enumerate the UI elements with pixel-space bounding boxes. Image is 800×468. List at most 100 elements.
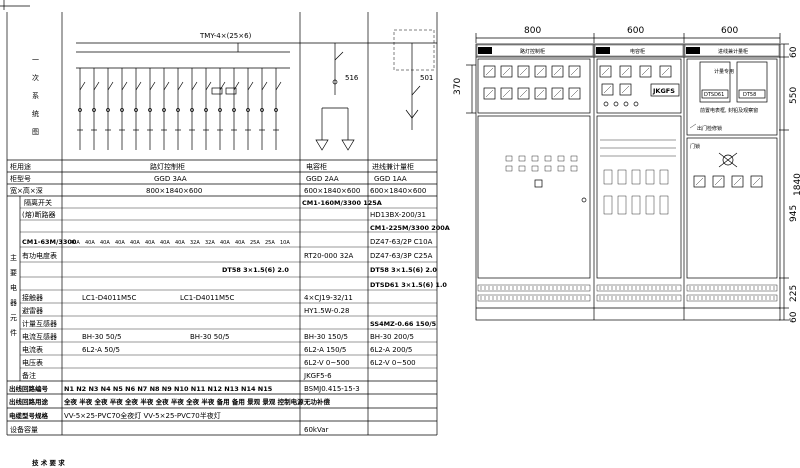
indicator-lamp-icon (613, 101, 619, 107)
meter-icon (619, 83, 632, 96)
lock-icon (534, 179, 543, 188)
feeder-branch (189, 68, 198, 150)
feeder-branch (133, 68, 142, 150)
cab3-voltmeter: 6L2-V 0~500 (370, 359, 416, 367)
switch-icon (531, 155, 539, 162)
meter-icon (500, 87, 513, 100)
cab2-capacity: 60kVar (304, 426, 328, 434)
breaker-rating: 40A (85, 240, 95, 246)
diagram-label-3: 系 (32, 91, 39, 100)
switch-icon (570, 165, 578, 172)
ventilation-strips (477, 284, 778, 302)
cab3-ammeter: 6L2-A 200/5 (370, 346, 412, 354)
cab1-circuit-nos: N1 N2 N3 N4 N5 N6 N7 N8 N9 N10 N11 N12 N… (64, 385, 273, 393)
side-label-1: 主 (10, 253, 17, 262)
switch-icon (518, 165, 526, 172)
cab3-breaker-c: DZ47-63/3P C25A (370, 252, 433, 260)
label-cable-spec: 电缆型号规格 (9, 411, 49, 420)
feeder-branch (119, 68, 128, 150)
cab3-var-meter-a: DT58 3×1.5(6) 2.0 (370, 266, 437, 274)
breaker-rating: 40A (235, 240, 245, 246)
capacitor-icon (341, 139, 355, 151)
meter-icon (601, 83, 614, 96)
meter-icon (551, 65, 564, 78)
cab2-use: 电容柜 (306, 162, 327, 171)
equipment-table (7, 159, 438, 436)
side-label-3: 电 (10, 283, 17, 292)
jkgfs-label: JKGFS (652, 87, 675, 95)
dim-height-4: 225 (789, 285, 799, 302)
meter-number: 501 (420, 74, 433, 82)
cab1-cable: VV-5×25-PVC70全夜灯 VV-5×25-PVC70半夜灯 (64, 411, 221, 420)
label-capacity: 设备容量 (10, 425, 38, 434)
single-line-diagram: 一 次 系 统 图 TMY-4×(25×6) 516 501 (0, 0, 438, 435)
feeder-branch (203, 68, 212, 150)
cab3-nameplate: 进线兼计量柜 (718, 48, 748, 55)
switch-icon (505, 165, 513, 172)
cab1-ct-b: BH-30 50/5 (190, 333, 229, 341)
column-incoming-cabinet: 进线兼计量柜 GGD 1AA 600×1840×600 HD13BX-200/3… (370, 162, 450, 367)
cab2-ct: BH-30 150/5 (304, 333, 348, 341)
breaker-rating: 40A (175, 240, 185, 246)
feeder-branch (105, 68, 114, 150)
column-capacitor-cabinet: 电容柜 GGD 2AA 600×1840×600 CM1-160M/3300 1… (302, 162, 382, 434)
cab2-model: GGD 2AA (306, 175, 339, 183)
dim-width-2: 600 (627, 26, 644, 36)
meter-icon (568, 65, 581, 78)
cab1-circuit-use: 全夜 半夜 全夜 半夜 全夜 半夜 全夜 半夜 全夜 半夜 备用 备用 景观 景… (63, 397, 304, 406)
cab2-arrester: HY1.5W-0.28 (304, 307, 349, 315)
cab2-breaker: RT20-000 32A (304, 252, 354, 260)
dim-height-2: 550 (789, 87, 799, 104)
switch-icon (570, 155, 578, 162)
diagram-label-1: 一 (32, 56, 39, 64)
kwh-meter-1 (211, 87, 223, 95)
meter-icon (639, 65, 652, 78)
meter-window-label: 计量专用 (714, 68, 734, 75)
breaker-rating: 40A (220, 240, 230, 246)
diagram-label-2: 次 (32, 73, 39, 82)
breaker-rating: 40A (100, 240, 110, 246)
label-dimensions: 宽×高×深 (10, 186, 43, 195)
meter-icon (712, 175, 725, 188)
cab3-model: GGD 1AA (374, 175, 407, 183)
cab1-ammeter: 6L2-A 50/5 (82, 346, 120, 354)
side-label-5: 元 (10, 314, 17, 322)
feeder-branch (91, 68, 100, 150)
dim-width-3: 600 (721, 26, 738, 36)
rotary-switch-icon (722, 154, 734, 166)
footer-title: 技 术 要 求 (32, 458, 65, 467)
feeder-branch (217, 68, 226, 150)
switch-icon (544, 165, 552, 172)
label-cabinet-use: 柜用途 (10, 162, 31, 171)
meter-box (393, 29, 435, 71)
dim-width-1: 800 (524, 26, 541, 36)
breaker-rating: 32A (190, 240, 200, 246)
table-row-labels: 柜用途 柜型号 宽×高×深 隔离开关 (熔)断路器 有功电度表 接触器 避雷器 … (9, 162, 57, 434)
meter-icon (500, 65, 513, 78)
switch-icon (505, 155, 513, 162)
capacitor-number: 516 (345, 74, 359, 82)
cab1-meter-grid (483, 65, 581, 188)
label-circuit-no: 出线回路编号 (9, 384, 49, 393)
cab2-circuit-no: BSMJ0.415-15-3 (304, 385, 360, 393)
label-circuit-use: 出线回路用途 (9, 397, 49, 406)
meter-icon (568, 87, 581, 100)
breaker-rating: 10A (280, 240, 290, 246)
cab3-dims: 600×1840×600 (370, 187, 426, 195)
indicator-lamp-icon (603, 101, 609, 107)
meter-icon (599, 65, 612, 78)
label-metering-ct: 计量互感器 (22, 319, 57, 328)
metering-window (699, 61, 731, 103)
column-lighting-cabinet: 路灯控制柜 GGD 3AA 800×1840×600 CM1-63M/3300 … (22, 162, 304, 420)
feeder-branch (175, 68, 184, 150)
feeder-branch (161, 68, 170, 150)
switch-icon (531, 165, 539, 172)
dim-left: 370 (453, 78, 463, 95)
cab2-dims: 600×1840×600 (304, 187, 360, 195)
seal-note: 前置电表框, 封铅及观察窗 (700, 107, 758, 114)
label-cabinet-model: 柜型号 (10, 174, 31, 183)
cab3-ct: BH-30 200/5 (370, 333, 414, 341)
kwh-meter-2 (225, 87, 237, 95)
meter-icon (659, 65, 672, 78)
meter-icon (517, 65, 530, 78)
